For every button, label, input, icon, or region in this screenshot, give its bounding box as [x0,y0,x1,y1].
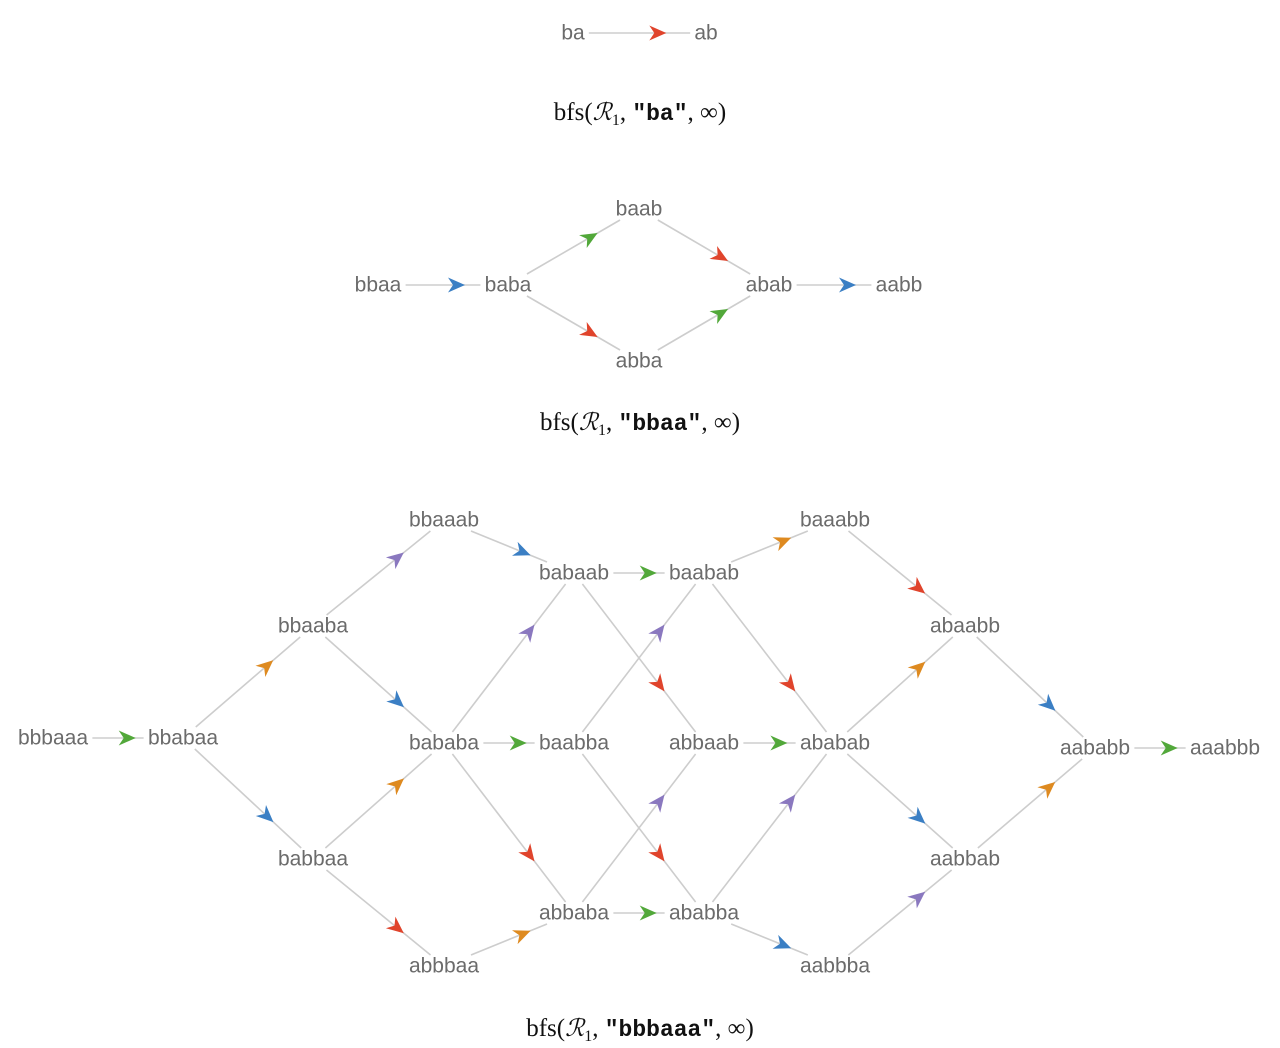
arrowhead-bbaaab-babaab [512,541,531,556]
node-abbbaa: abbbaa [409,955,479,978]
arrowhead-baaabb-abaabb [907,576,926,594]
arrowhead-baba-baab [579,233,598,248]
arrowhead-aabbab-aababb [1037,782,1056,799]
node-ab: ab [694,22,717,45]
edge-bababa-babaab [451,583,567,733]
arrowhead-ba-ab [649,25,667,41]
edge-babbaa-abbbaa [325,869,432,956]
edge-ababab-abaabb [846,636,954,733]
node-aabbab: aabbab [930,848,1000,871]
edge-ababab-aabbab [846,753,954,849]
node-baab: baab [616,198,663,221]
arrowhead-abba-abab [709,309,728,324]
edge-baaabb-abaabb [847,530,953,616]
node-bababa: bababa [409,732,479,755]
edge-baabab-baaabb [730,530,809,563]
arrowhead-babbaa-bababa [386,778,404,796]
edges-layer [92,25,1186,956]
edge-ababba-aabbba [730,923,809,956]
node-baabba: baabba [539,732,609,755]
node-bbbaaa: bbbaaa [18,727,88,750]
arrowhead-babaab-baabab [639,565,657,581]
edge-abbaba-abbaab [581,753,697,903]
arrowhead-bababa-abbaba [518,843,535,862]
node-bbaa: bbaa [355,274,402,297]
arrowhead-bbabaa-bbaaba [255,660,274,677]
arrowhead-bababa-babaab [518,624,535,643]
edge-aabbab-aababb [977,758,1083,849]
node-babbaa: babbaa [278,848,348,871]
edge-bbabaa-babbaa [194,748,302,849]
arrowhead-abbbaa-abbaba [512,930,531,945]
edge-bababa-abbaba [451,753,567,903]
edge-aabbba-aabbab [847,869,953,956]
node-aabb: aabb [876,274,923,297]
node-bbabaa: bbabaa [148,727,218,750]
node-abba: abba [616,350,663,373]
arrowhead-ababab-aabbab [907,806,926,824]
edge-bbaaba-bbaaab [326,530,431,616]
node-bbaaab: bbaaab [409,509,479,532]
arrowhead-abaabb-aababb [1037,693,1056,711]
node-babaab: babaab [539,562,609,585]
arrowhead-bbaa-baba [448,277,465,293]
node-abab: abab [746,274,793,297]
arrowhead-bababa-baabba [509,735,527,751]
edge-abba-abab [657,295,751,351]
node-aababb: aababb [1060,737,1130,760]
caption-graph-1: bfs(ℛ1, "ba", ∞) [553,98,727,129]
node-baaabb: baaabb [800,509,870,532]
caption-graph-3: bfs(ℛ1, "bbbaaa", ∞) [526,1014,754,1045]
arrowhead-ababba-aabbba [772,934,792,949]
arrowhead-ababba-ababab [778,794,796,813]
arrowhead-aabbba-aabbab [907,891,926,909]
arrowhead-abab-aabb [839,277,856,293]
caption-graph-2: bfs(ℛ1, "bbaa", ∞) [539,408,741,439]
node-abaabb: abaabb [930,615,1000,638]
edge-abbbaa-abbaba [470,923,548,956]
edge-baba-baab [526,219,621,275]
arrowhead-baba-abba [579,322,598,337]
node-aabbba: aabbba [800,955,870,978]
arrowhead-bbabaa-babbaa [255,805,274,823]
arrowhead-bbaaba-bababa [386,690,404,708]
arrowhead-abbaab-ababab [770,735,788,751]
arrowhead-ababab-abaabb [907,661,926,679]
arrowhead-abbaba-abbaab [648,794,665,813]
arrowhead-aababb-aaabbb [1160,740,1178,756]
edge-baabba-baabab [581,583,697,733]
node-abbaba: abbaba [539,902,609,925]
node-bbaaba: bbaaba [278,615,348,638]
node-baba: baba [485,274,532,297]
node-abbaab: abbaab [669,732,739,755]
node-ababab: ababab [800,732,870,755]
arrowhead-bbbaaa-bbabaa [118,730,136,746]
node-ababba: ababba [669,902,739,925]
arrowhead-bbaaba-bbaaab [385,552,404,570]
arrowhead-babaab-abbaab [648,673,665,692]
arrowhead-abbaba-ababba [639,905,657,921]
edge-ababba-ababab [711,753,828,903]
edge-bbaaba-bababa [324,636,433,733]
edge-baba-abba [526,295,621,351]
arrowhead-babbaa-abbbaa [385,916,404,934]
arrowhead-baab-abab [709,246,728,261]
edge-abaabb-aababb [976,636,1084,738]
arrowhead-baabba-baabab [648,624,665,643]
node-aaabbb: aaabbb [1190,737,1260,760]
arrowhead-baabab-baaabb [772,537,792,552]
arrowhead-baabab-ababab [778,673,796,692]
arrowhead-baabba-ababba [648,843,665,862]
edge-bbabaa-bbaaba [195,636,301,728]
edge-baab-abab [657,219,751,275]
edge-babbaa-bababa [324,753,433,849]
node-baabab: baabab [669,562,739,585]
edge-baabab-ababab [711,583,828,733]
node-ba: ba [561,22,585,45]
edge-bbaaab-babaab [470,530,548,563]
